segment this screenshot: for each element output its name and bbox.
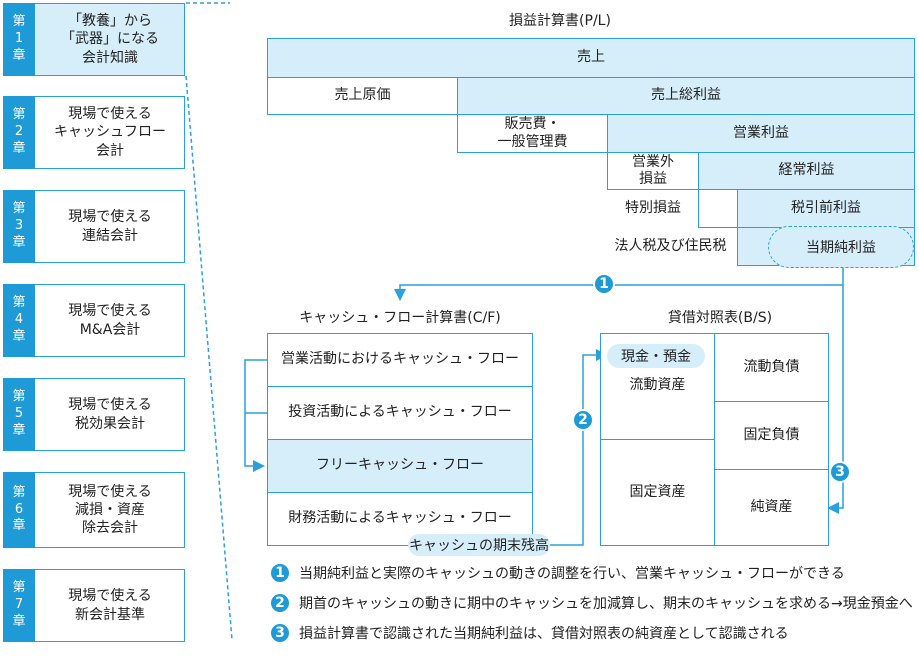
cf-investing: 投資活動によるキャッシュ・フロー — [267, 386, 533, 440]
note-number: 3 — [269, 622, 291, 644]
chapter-4[interactable]: 第4章 現場で使える M&A会計 — [3, 284, 185, 357]
chapter-label: 現場で使える M&A会計 — [68, 303, 152, 338]
pl-cogs: 売上原価 — [267, 77, 458, 115]
note-2: 2 期首のキャッシュの動きに期中のキャッシュを加減算し、期末のキャッシュを求める… — [269, 592, 913, 614]
bs-title: 貸借対照表(B/S) — [667, 310, 773, 326]
pl-extraordinary: 特別損益 — [625, 199, 681, 216]
chapter-tab: 第6章 — [3, 472, 35, 548]
chapter-6[interactable]: 第6章 現場で使える 減損・資産 除去会計 — [3, 472, 185, 548]
pl-ordinary-income: 経常利益 — [698, 152, 915, 190]
chapter-tab: 第2章 — [3, 96, 35, 169]
bs-current-assets: 流動資産 — [629, 377, 686, 394]
marker-3: 3 — [829, 461, 851, 483]
note-text: 当期純利益と実際のキャッシュの動きの調整を行い、営業キャッシュ・フローができる — [299, 566, 845, 582]
chapter-tab: 第1章 — [3, 3, 35, 76]
chapter-label: 現場で使える 連結会計 — [68, 209, 152, 244]
chapter-2[interactable]: 第2章 現場で使える キャッシュフロー 会計 — [3, 96, 185, 169]
dashed-connector-diagonal — [185, 75, 233, 641]
note-text: 損益計算書で認識された当期純利益は、貸借対照表の純資産として認識される — [299, 626, 789, 642]
pl-net-income: 当期純利益 — [768, 226, 914, 268]
cf-title: キャッシュ・フロー計算書(C/F) — [299, 310, 501, 326]
note-1: 1 当期純利益と実際のキャッシュの動きの調整を行い、営業キャッシュ・フローができ… — [269, 562, 845, 584]
chapter-label: 現場で使える 減損・資産 除去会計 — [68, 483, 152, 537]
bs-current-liabilities: 流動負債 — [714, 333, 829, 402]
bs-fixed-assets: 固定資産 — [600, 439, 715, 546]
note-3: 3 損益計算書で認識された当期純利益は、貸借対照表の純資産として認識される — [269, 622, 789, 644]
chapter-tab: 第7章 — [3, 569, 35, 642]
chapter-3[interactable]: 第3章 現場で使える 連結会計 — [3, 190, 185, 263]
chapter-label: 現場で使える 税効果会計 — [68, 397, 152, 432]
pl-income-tax: 法人税及び住民税 — [614, 237, 727, 254]
cf-financing: 財務活動によるキャッシュ・フロー — [267, 492, 533, 546]
chapter-tab: 第5章 — [3, 378, 35, 451]
pl-non-operating: 営業外 損益 — [607, 152, 699, 190]
bs-net-assets: 純資産 — [714, 469, 829, 546]
note-number: 2 — [269, 592, 291, 614]
chapter-label: 「教養」から 「武器」になる 会計知識 — [61, 13, 159, 66]
pl-gross-profit: 売上総利益 — [457, 77, 915, 115]
cf-ending-balance: キャッシュの期末残高 — [408, 534, 550, 556]
chapter-label: 現場で使える キャッシュフロー 会計 — [54, 106, 166, 159]
cf-free: フリーキャッシュ・フロー — [267, 439, 533, 493]
chapter-1[interactable]: 第1章 「教養」から 「武器」になる 会計知識 — [3, 3, 185, 76]
pl-extraordinary-cell — [698, 189, 738, 228]
chapter-tab: 第4章 — [3, 284, 35, 357]
arrow-1 — [394, 266, 844, 301]
chapter-tab: 第3章 — [3, 190, 35, 263]
pl-sales: 売上 — [267, 38, 915, 78]
marker-2: 2 — [572, 409, 594, 431]
bs-cash: 現金・預金 — [607, 344, 705, 368]
arrow-2 — [548, 349, 608, 546]
pl-title: 損益計算書(P/L) — [509, 13, 611, 29]
marker-1: 1 — [593, 273, 615, 295]
cf-operating: 営業活動におけるキャッシュ・フロー — [267, 333, 533, 387]
arrow-3 — [827, 285, 844, 514]
chapter-7[interactable]: 第7章 現場で使える 新会計基準 — [3, 569, 185, 642]
pl-sga: 販売費・ 一般管理費 — [457, 114, 608, 153]
note-number: 1 — [269, 562, 291, 584]
pl-operating-income: 営業利益 — [607, 114, 915, 153]
chapter-label: 現場で使える 新会計基準 — [68, 588, 152, 623]
note-text: 期首のキャッシュの動きに期中のキャッシュを加減算し、期末のキャッシュを求める→現… — [299, 596, 913, 612]
bs-fixed-liabilities: 固定負債 — [714, 401, 829, 470]
chapter-5[interactable]: 第5章 現場で使える 税効果会計 — [3, 378, 185, 451]
pl-pretax-income: 税引前利益 — [737, 189, 915, 228]
